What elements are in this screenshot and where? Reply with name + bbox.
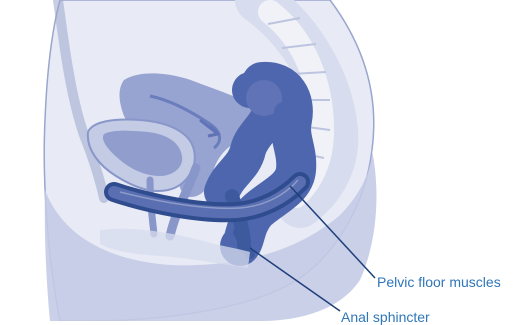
- pelvic-floor-muscles-label: Pelvic floor muscles: [377, 274, 501, 290]
- anal-sphincter-label: Anal sphincter: [341, 309, 430, 325]
